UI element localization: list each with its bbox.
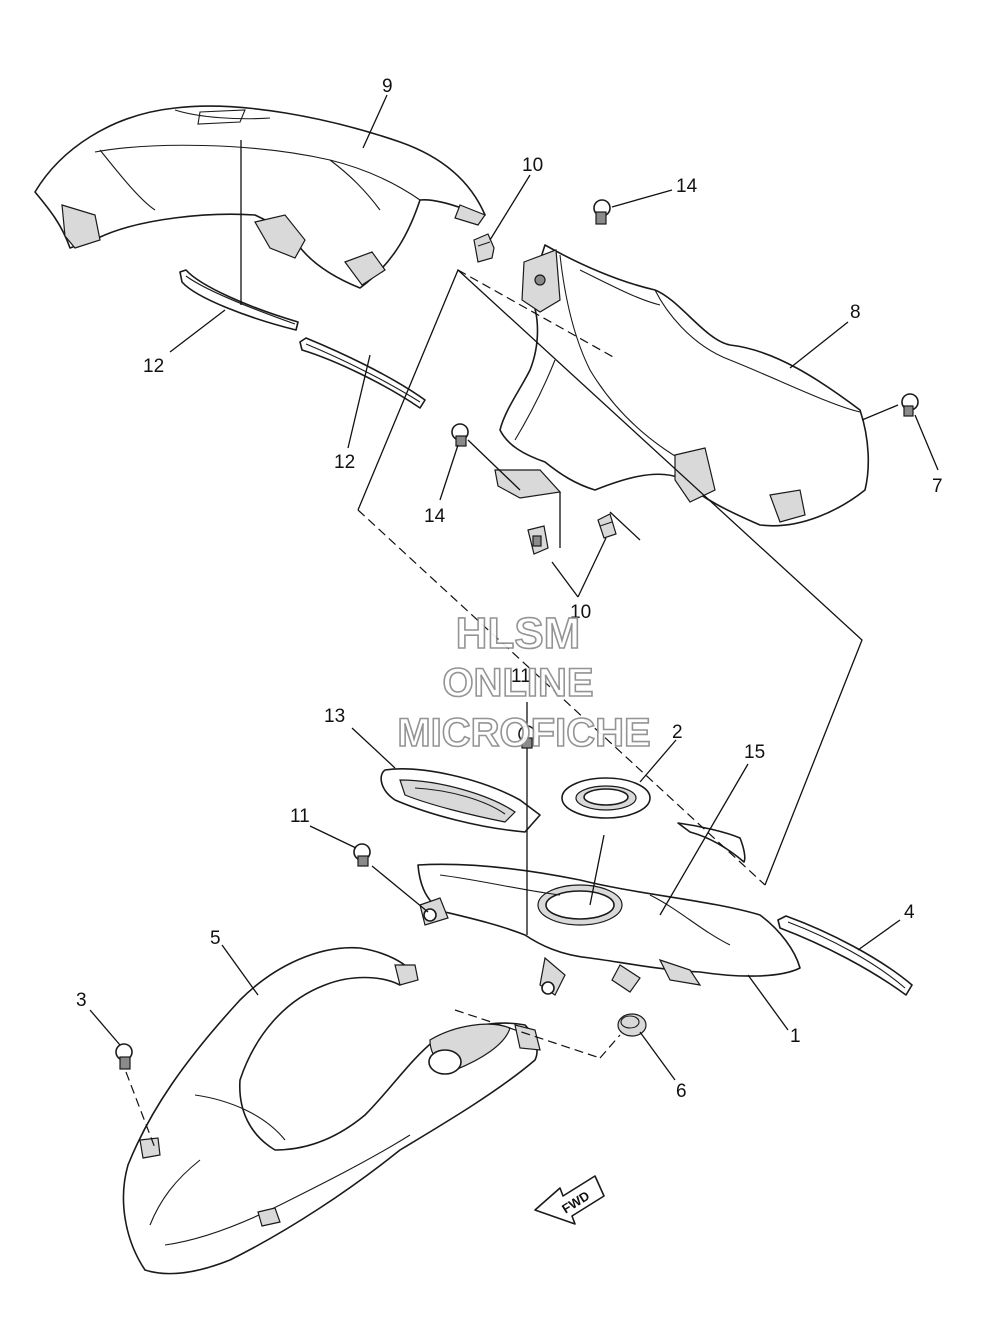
part-3-screw[interactable] [115,1043,133,1070]
part-10-clip-nut-top[interactable] [473,233,495,263]
callout-2[interactable]: 2 [672,722,683,743]
callout-4[interactable]: 4 [904,902,915,923]
part-5-front-cover[interactable] [122,946,541,1275]
callout-10-top[interactable]: 10 [522,155,543,176]
callout-8[interactable]: 8 [850,302,861,323]
part-8-center-cover[interactable] [494,244,870,527]
part-4-side-strip[interactable] [777,915,913,996]
part-10-clip-nut-right[interactable] [597,513,617,539]
callout-labels: 9 10 14 8 12 12 7 14 10 11 13 2 15 11 4 … [76,76,943,1102]
fastener-axis-6 [454,1009,621,1059]
part-14-bolt-top[interactable] [593,199,611,225]
watermark-line-1: HLSM [456,609,581,658]
part-6-cap[interactable] [617,1013,647,1037]
callout-11-left[interactable]: 11 [290,806,310,827]
watermark: HLSM ONLINE MICROFICHE [397,608,652,756]
assembly-outline [357,268,863,886]
callout-9[interactable]: 9 [382,76,393,97]
assembly-axis-upper [457,269,616,359]
callout-10-bottom[interactable]: 10 [570,602,591,623]
callout-11-top[interactable]: 11 [511,666,531,687]
callout-12-left[interactable]: 12 [143,356,164,377]
part-9-upper-cover[interactable] [34,105,486,289]
part-2-ring-grommet[interactable] [561,777,651,819]
watermark-line-3: MICROFICHE [397,711,650,755]
part-11-screw-top[interactable] [518,725,536,749]
callout-5[interactable]: 5 [210,928,221,949]
part-12-trim-strip-lower[interactable] [299,337,426,409]
part-13-duct-grille[interactable] [380,768,541,833]
callout-6[interactable]: 6 [676,1081,687,1102]
part-10-clip-nut-left[interactable] [527,525,549,555]
callout-1[interactable]: 1 [790,1026,801,1047]
part-15-trim-piece[interactable] [677,822,746,863]
part-1-inner-panel[interactable] [417,863,801,996]
callout-7[interactable]: 7 [932,476,943,497]
callout-14-top[interactable]: 14 [676,176,698,197]
part-12-trim-strip-upper[interactable] [179,269,299,331]
callout-14-left[interactable]: 14 [424,506,446,527]
watermark-line-2: ONLINE [442,661,593,705]
assembly-outline-dashed [357,509,766,886]
part-14-bolt-left[interactable] [451,423,469,447]
leader-lines [89,94,939,1081]
fwd-arrow: FWD [534,1175,605,1225]
part-11-screw-left[interactable] [353,843,371,867]
callout-13[interactable]: 13 [324,706,345,727]
callout-12-lower[interactable]: 12 [334,452,355,473]
callout-15[interactable]: 15 [744,742,765,763]
part-7-screw[interactable] [901,393,919,417]
callout-3[interactable]: 3 [76,990,87,1011]
